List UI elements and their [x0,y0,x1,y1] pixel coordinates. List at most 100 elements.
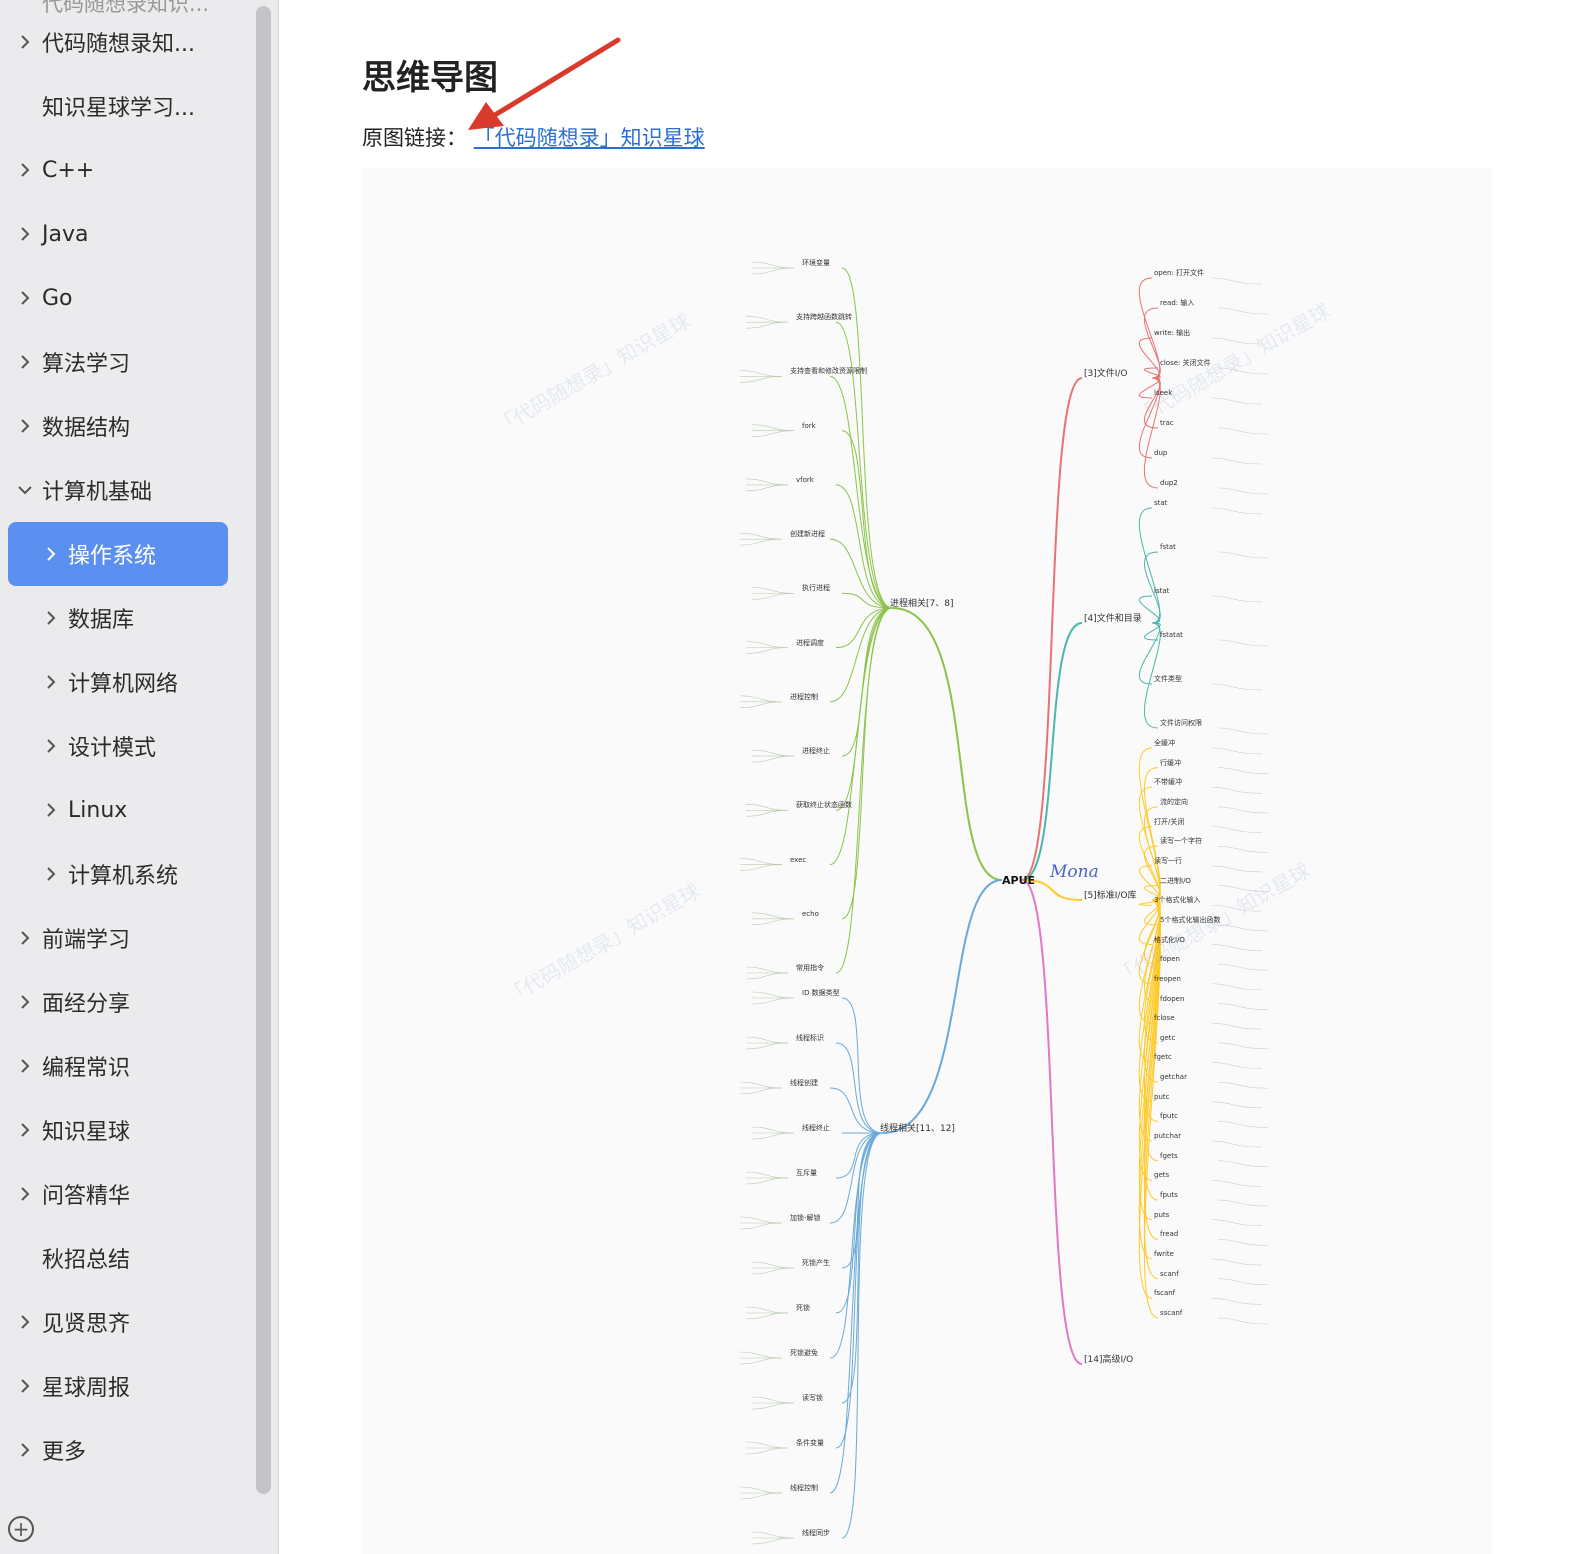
mindmap-connector [1211,1062,1263,1069]
chevron-right-icon[interactable] [8,291,42,305]
mindmap-connector [1211,595,1263,603]
mindmap-connector [1211,1180,1263,1187]
sidebar-item-label: Go [42,285,73,311]
mindmap-node-label: 环境变量 [802,259,830,267]
chevron-right-icon[interactable] [8,163,42,177]
chevron-down-icon[interactable] [8,483,42,497]
sidebar-item-10[interactable]: 计算机网络 [8,650,228,714]
mindmap-node-label: 进程调度 [796,638,824,647]
sidebar-item-cut-top[interactable]: 代码随想录知识... [42,0,210,16]
chevron-right-icon[interactable] [8,1059,42,1073]
mindmap-connector [751,1132,795,1140]
sidebar-item-13[interactable]: 计算机系统 [8,842,228,906]
mindmap-connector [751,918,795,926]
sidebar-item-11[interactable]: 设计模式 [8,714,228,778]
sidebar-item-2[interactable]: C++ [8,138,228,202]
mindmap-connector [1021,377,1083,881]
sidebar-item-14[interactable]: 前端学习 [8,906,228,970]
mindmap-connector [751,261,795,269]
mindmap-connector [841,430,893,609]
mindmap-connector [745,478,789,486]
mindmap-connector [1143,307,1161,379]
mindmap-connector [1217,1003,1269,1010]
sidebar-item-20[interactable]: 见贤思齐 [8,1290,228,1354]
mindmap-node-label: fgetc [1154,1053,1172,1062]
mindmap-connector [751,587,795,594]
mindmap-connector [1217,1199,1269,1207]
chevron-right-icon[interactable] [8,1379,42,1393]
chevron-right-icon[interactable] [8,1123,42,1137]
sidebar-item-label: 秋招总结 [42,1248,131,1273]
chevron-right-icon[interactable] [8,355,42,369]
chevron-right-icon[interactable] [8,931,42,945]
mindmap-node-label: 5个格式化输出函数 [1160,915,1221,924]
sidebar-item-18[interactable]: 问答精华 [8,1162,228,1226]
sidebar-item-1[interactable]: 知识星球学习... [8,74,228,138]
mindmap-connector [829,538,893,609]
mindmap-node-label: gets [1154,1171,1170,1180]
mindmap-node-label: fputs [1160,1191,1178,1200]
chevron-right-icon[interactable] [8,35,42,49]
mindmap-connector [1217,806,1269,814]
chevron-right-icon[interactable] [34,675,68,689]
mindmap-node-label: 条件变量 [796,1439,824,1447]
chevron-right-icon[interactable] [8,227,42,241]
mindmap-image: 「代码随想录」知识星球 「代码随想录」知识星球 「代码随想录」知识星球 「代码随… [362,168,1492,1554]
mindmap-connector [1217,1160,1269,1168]
sidebar-item-12[interactable]: Linux [8,778,228,842]
sidebar-item-15[interactable]: 面经分享 [8,970,228,1034]
mindmap-connector [1211,1101,1263,1109]
sidebar-item-22[interactable]: 更多 [8,1418,228,1482]
chevron-right-icon[interactable] [34,867,68,881]
sidebar-item-3[interactable]: Java [8,202,228,266]
mindmap-branch-label: 线程相关[11、12] [880,1124,955,1134]
mindmap-connector [1211,507,1263,515]
chevron-right-icon[interactable] [34,739,68,753]
mindmap-connector [751,1267,795,1275]
mindmap-connector [739,1486,783,1494]
mindmap-connector [1211,1140,1263,1148]
mindmap-connector [1211,277,1263,285]
sidebar-item-16[interactable]: 编程常识 [8,1034,228,1098]
source-link[interactable]: 「代码随想录」知识星球 [473,126,705,150]
mindmap-node-label: fread [1160,1230,1179,1239]
mindmap-node-label: vfork [796,475,814,484]
sidebar-item-0[interactable]: 代码随想录知... [8,10,228,74]
chevron-right-icon[interactable] [8,995,42,1009]
chevron-right-icon[interactable] [34,611,68,625]
sidebar-item-19[interactable]: 秋招总结 [8,1226,228,1290]
chevron-right-icon[interactable] [8,1443,42,1457]
mindmap-connector [1211,1219,1263,1227]
mindmap-connector [835,1042,883,1134]
plus-circle-icon[interactable]: + [8,1516,34,1542]
mindmap-node-label: 读写锁 [802,1394,823,1402]
mindmap-connector [745,321,789,329]
mindmap-node-label: dup2 [1160,479,1178,487]
chevron-right-icon[interactable] [8,419,42,433]
mindmap-node-label: dup [1154,449,1168,457]
sidebar-item-17[interactable]: 知识星球 [8,1098,228,1162]
mindmap-signature: Mona [1050,862,1099,882]
mindmap-connector [835,1132,883,1314]
chevron-right-icon[interactable] [8,1315,42,1329]
sidebar-item-5[interactable]: 算法学习 [8,330,228,394]
mindmap-connector [751,1261,795,1269]
sidebar-item-6[interactable]: 数据结构 [8,394,228,458]
mindmap-node-label: fstat [1160,543,1176,551]
sidebar-item-9[interactable]: 数据库 [8,586,228,650]
sidebar-scrollbar[interactable] [256,6,271,1494]
sidebar-item-7[interactable]: 计算机基础 [8,458,228,522]
sidebar-item-4[interactable]: Go [8,266,228,330]
mindmap-connector [1143,367,1161,379]
sidebar-item-label: 前端学习 [42,928,131,953]
chevron-right-icon[interactable] [8,1187,42,1201]
mindmap-node-label: 打开/关闭 [1154,817,1185,826]
sidebar-item-21[interactable]: 星球周报 [8,1354,228,1418]
sidebar-item-label: C++ [42,157,95,183]
sidebar-item-8[interactable]: 操作系统 [8,522,228,586]
mindmap-connector [1211,904,1263,912]
mindmap-connector [745,810,789,817]
chevron-right-icon[interactable] [34,803,68,817]
chevron-right-icon[interactable] [34,547,68,561]
